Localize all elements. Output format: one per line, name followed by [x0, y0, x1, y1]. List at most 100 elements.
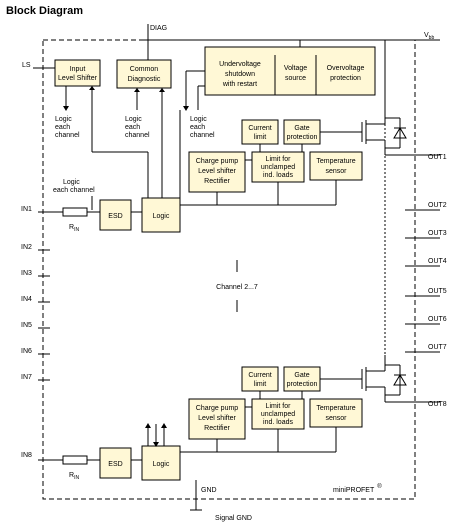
ch8-logic-block: [141, 445, 181, 481]
ch1-rin-label: RIN: [69, 224, 79, 233]
in7-pin-label: IN7: [21, 374, 32, 381]
out8-pin-label: OUT8: [428, 401, 447, 408]
ch8-arrow-icon-3: [161, 423, 167, 428]
in8-pin-label: IN8: [21, 452, 32, 459]
ch8-logic-label: Logic: [153, 461, 170, 468]
ch1-temperature-sensor-block: [309, 151, 363, 181]
ch1-limit-unclamped-line3: ind. loads: [263, 172, 293, 179]
logic-each-ch-b-line1: Logic: [125, 116, 142, 123]
out4-pin-label: OUT4: [428, 258, 447, 265]
logic-each-ch-b-line3: channel: [125, 132, 150, 139]
common-diagnostic-block: [116, 59, 172, 89]
logic-each-ch-c-line3: channel: [190, 132, 215, 139]
ch1-temperature-sensor-line1: Temperature: [316, 158, 355, 165]
uv-arrow: [183, 106, 189, 111]
in4-pin-label: IN4: [21, 296, 32, 303]
ch1-esd-block: [99, 199, 132, 231]
out7-pin-label: OUT7: [428, 344, 447, 351]
protection-group-block: [204, 46, 376, 96]
undervoltage-line3: with restart: [222, 81, 257, 88]
common-diagnostic-line1: Common: [130, 66, 159, 73]
ch1-logic-block: [141, 197, 181, 233]
ch8-temperature-sensor-line2: sensor: [325, 415, 347, 422]
ch1-gate-protection-line2: protection: [287, 134, 318, 141]
input-level-shifter-block: [54, 59, 101, 87]
voltage-source-line1: Voltage: [284, 65, 307, 72]
ch1-temperature-sensor-line2: sensor: [325, 168, 347, 175]
diag-arrow-b: [159, 88, 165, 92]
gnd-pin-label: GND: [201, 487, 217, 494]
in1-pin-label: IN1: [21, 206, 32, 213]
ch8-limit-unclamped-block: [251, 398, 305, 430]
logic-each-ch-a-line1: Logic: [55, 116, 72, 123]
ch1-gate-protection-block: [283, 119, 321, 145]
ch1-esd-label: ESD: [108, 213, 122, 220]
diag-pin-label: DIAG: [150, 25, 167, 32]
overvoltage-line1: Overvoltage: [327, 65, 365, 72]
logic-each-ch-a-line3: channel: [55, 132, 80, 139]
logic-each-ch-c-line2: each: [190, 124, 205, 131]
ch8-arrow-icon-2: [153, 442, 159, 447]
ch1-current-limit-block: [241, 119, 279, 145]
common-diagnostic-line2: Diagnostic: [128, 76, 161, 83]
voltage-source-line2: source: [285, 75, 306, 82]
undervoltage-line2: shutdown: [225, 71, 255, 78]
ch1-charge-pump-line3: Rectifier: [204, 178, 230, 185]
ch8-esd-block: [99, 447, 132, 479]
overvoltage-line2: protection: [330, 75, 361, 82]
logic-each-ch-a-line2: each: [55, 124, 70, 131]
ch8-limit-unclamped-line2: unclamped: [261, 411, 295, 418]
ch8-limit-unclamped-line1: Limit for: [266, 403, 292, 410]
input-level-shifter-line2: Level Shifter: [58, 75, 98, 82]
diagram-title: Block Diagram: [6, 5, 83, 17]
brand-label: miniPROFET®: [333, 483, 382, 494]
ch8-current-limit-line2: limit: [254, 381, 266, 388]
logic-each-ch-b-line2: each: [125, 124, 140, 131]
in3-pin-label: IN3: [21, 270, 32, 277]
ch8-charge-pump-line1: Charge pump: [196, 405, 239, 412]
ch8-charge-pump-line2: Level shifter: [198, 415, 236, 422]
ch8-arrow-icon-1: [145, 423, 151, 428]
ch1-charge-pump-block: [188, 151, 246, 193]
out3-pin-label: OUT3: [428, 230, 447, 237]
ch1-current-limit-line2: limit: [254, 134, 266, 141]
out5-pin-label: OUT5: [428, 288, 447, 295]
ch8-esd-label: ESD: [108, 461, 122, 468]
ls-pin-label: LS: [22, 62, 31, 69]
in6-pin-label: IN6: [21, 348, 32, 355]
ch8-temperature-sensor-line1: Temperature: [316, 405, 355, 412]
ch1-logic-label: Logic: [153, 213, 170, 220]
diag-arrow-a: [134, 88, 140, 92]
ch8-temperature-sensor-block: [309, 398, 363, 428]
ch1-limit-unclamped-block: [251, 151, 305, 183]
out6-pin-label: OUT6: [428, 316, 447, 323]
in5-pin-label: IN5: [21, 322, 32, 329]
ch1-limit-unclamped-line2: unclamped: [261, 164, 295, 171]
ch1-diode-icon: [393, 127, 407, 139]
ch1-limit-unclamped-line1: Limit for: [266, 156, 292, 163]
ils-arrow-a: [63, 106, 69, 111]
ch8-limit-unclamped-line3: ind. loads: [263, 419, 293, 426]
ch1-current-limit-line1: Current: [248, 125, 271, 132]
ch8-diode-icon: [393, 374, 407, 386]
ch8-gate-protection-line1: Gate: [294, 372, 309, 379]
channel-range-label: Channel 2...7: [216, 284, 258, 291]
vbb-pin-label: Vbb: [424, 32, 434, 41]
out2-pin-label: OUT2: [428, 202, 447, 209]
ch8-gate-protection-line2: protection: [287, 381, 318, 388]
ch1-charge-pump-line2: Level shifter: [198, 168, 236, 175]
ch8-current-limit-block: [241, 366, 279, 392]
ch8-current-limit-line1: Current: [248, 372, 271, 379]
ch8-charge-pump-block: [188, 398, 246, 440]
ch8-rin-resistor: [62, 455, 88, 465]
undervoltage-line1: Undervoltage: [219, 61, 261, 68]
ch8-rin-label: RIN: [69, 472, 79, 481]
in2-pin-label: IN2: [21, 244, 32, 251]
ils-arrow-b: [89, 86, 95, 90]
ch1-charge-pump-line1: Charge pump: [196, 158, 239, 165]
ch1-gate-protection-line1: Gate: [294, 125, 309, 132]
ch1-rin-resistor: [62, 207, 88, 217]
logic-each-ch-inline-line2: each channel: [53, 187, 95, 194]
out1-pin-label: OUT1: [428, 154, 447, 161]
input-level-shifter-line1: Input: [70, 66, 86, 73]
